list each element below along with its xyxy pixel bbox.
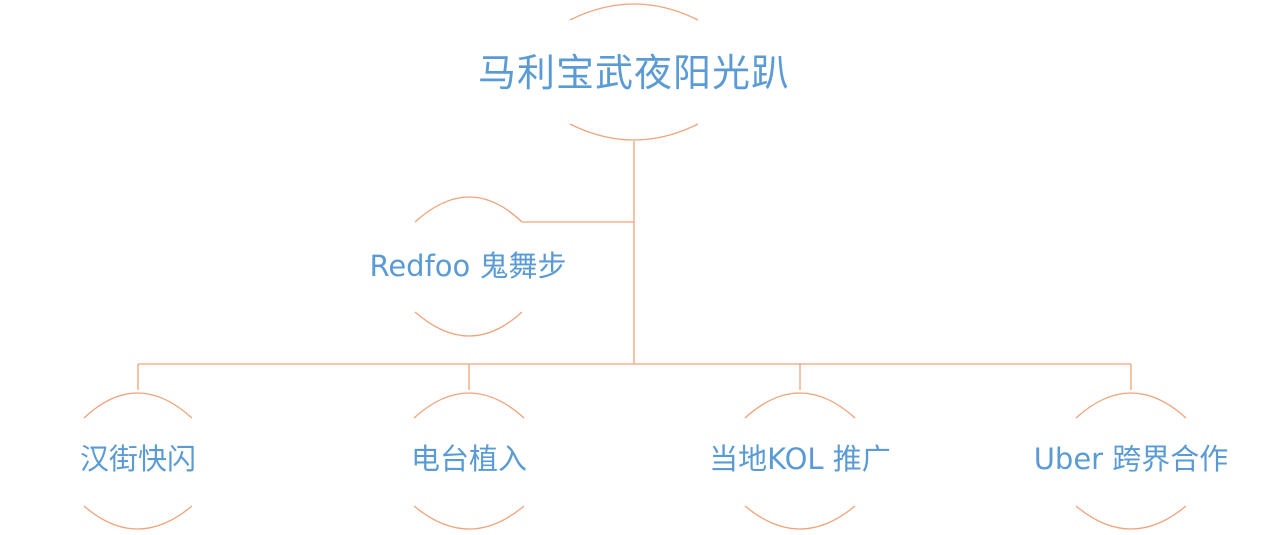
connector-lines (137, 141, 1132, 390)
child-node-label-4: Uber 跨界合作 (1033, 442, 1229, 476)
side-node-bottom-arc (414, 311, 523, 337)
side-node-top-arc (414, 196, 523, 223)
child-4-bottom-arc (1075, 505, 1187, 530)
root-node-bottom-arc (569, 123, 699, 141)
child-1-top-arc (83, 392, 193, 419)
child-3-bottom-arc (744, 505, 856, 530)
root-node-label: 马利宝武夜阳光趴 (477, 51, 791, 95)
child-node-shape-4 (1075, 392, 1187, 530)
child-1-bottom-arc (83, 505, 193, 530)
child-node-label-3: 当地KOL 推广 (709, 442, 891, 476)
child-node-shape-1 (83, 392, 193, 530)
child-4-top-arc (1075, 392, 1187, 419)
child-node-label-1: 汉街快闪 (79, 442, 197, 476)
side-node-label: Redfoo 鬼舞步 (369, 249, 567, 283)
child-2-bottom-arc (413, 505, 525, 530)
child-node-label-2: 电台植入 (410, 442, 528, 476)
side-node-shape (414, 196, 523, 337)
child-node-shape-2 (413, 392, 525, 530)
root-node-top-arc (569, 3, 699, 21)
root-node-shape (569, 3, 699, 141)
child-3-top-arc (744, 392, 856, 419)
child-node-shape-3 (744, 392, 856, 530)
child-2-top-arc (413, 392, 525, 419)
